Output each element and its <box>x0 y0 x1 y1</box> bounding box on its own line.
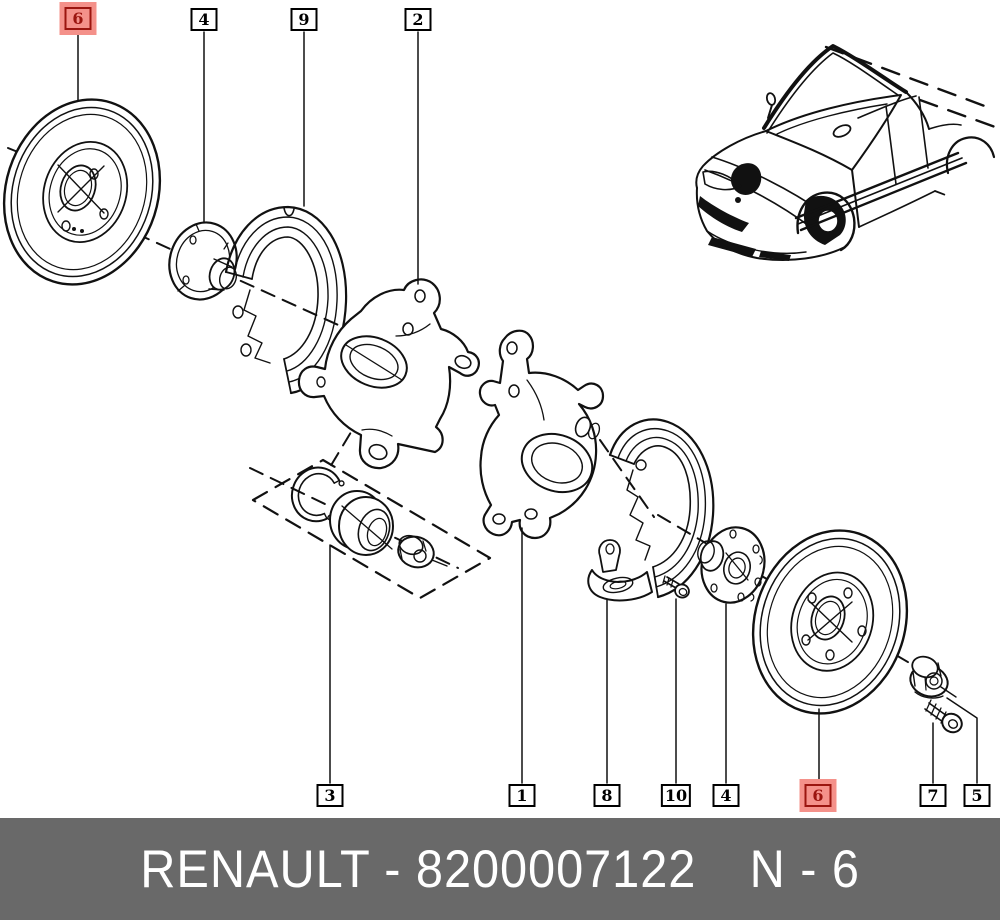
callout-number: 1 <box>508 784 536 807</box>
callout-7-bottom[interactable]: 7 <box>919 784 947 807</box>
footer-spacer <box>696 839 749 900</box>
hood-marker-blob <box>730 163 762 195</box>
kit-dashed-box <box>251 458 492 600</box>
hub-bolt-holes <box>710 529 762 602</box>
callout-number: 10 <box>660 784 692 807</box>
callout-number: 5 <box>963 784 991 807</box>
splash-shield-bottom-drawing <box>587 418 715 602</box>
callout-3-bottom[interactable]: 3 <box>316 784 344 807</box>
rear-wheel-arch <box>945 136 996 175</box>
wheel-hub-bottom-drawing <box>697 526 766 604</box>
callout-2-top[interactable]: 2 <box>404 8 432 31</box>
wheel-hub-top-drawing <box>168 221 238 301</box>
callout-6-bottom[interactable]: 6 <box>799 779 837 812</box>
callout-number: 4 <box>712 784 740 807</box>
callout-number: 4 <box>190 8 218 31</box>
footer-bar: RENAULT - 8200007122 N - 6 <box>0 818 1000 920</box>
callout-number: 6 <box>64 7 92 30</box>
steering-knuckle-top-drawing <box>297 278 480 470</box>
brake-disc-top-drawing <box>2 98 162 286</box>
wheel-bearing-drawing <box>329 490 394 556</box>
callout-number: 7 <box>919 784 947 807</box>
callout-number: 9 <box>290 8 318 31</box>
kit-nut-drawing <box>397 534 448 569</box>
callout-4-bottom[interactable]: 4 <box>712 784 740 807</box>
part-number-label: RENAULT - 8200007122 <box>140 839 697 899</box>
car-windshield <box>765 94 902 171</box>
drive-screw-drawing <box>924 699 963 734</box>
bearing-kit-drawing <box>251 458 492 600</box>
callout-9-top[interactable]: 9 <box>290 8 318 31</box>
callout-number: 2 <box>404 8 432 31</box>
brake-disc-bottom-drawing <box>751 529 909 715</box>
disc-bolt-holes-2 <box>801 587 867 661</box>
leader-lines <box>77 31 978 784</box>
callout-6-top[interactable]: 6 <box>59 2 97 35</box>
car-mirror <box>832 124 852 138</box>
callout-number: 6 <box>804 784 832 807</box>
shield-bolt-drawing <box>662 575 690 599</box>
callout-10-bottom[interactable]: 10 <box>660 784 692 807</box>
car-antenna <box>765 92 777 106</box>
callout-5-bottom[interactable]: 5 <box>963 784 991 807</box>
callout-number: 3 <box>316 784 344 807</box>
footer-text: RENAULT - 8200007122 N - 6 <box>140 839 860 900</box>
disc-bolt-holes <box>61 168 109 233</box>
callout-4-top[interactable]: 4 <box>190 8 218 31</box>
callout-1-bottom[interactable]: 1 <box>508 784 536 807</box>
hub-nut-drawing <box>909 655 957 699</box>
vehicle-locator-drawing <box>695 44 1000 261</box>
callout-8-bottom[interactable]: 8 <box>593 784 621 807</box>
page-reference: N - 6 <box>749 839 860 899</box>
callout-number: 8 <box>593 784 621 807</box>
steering-knuckle-bottom-drawing <box>478 329 605 540</box>
